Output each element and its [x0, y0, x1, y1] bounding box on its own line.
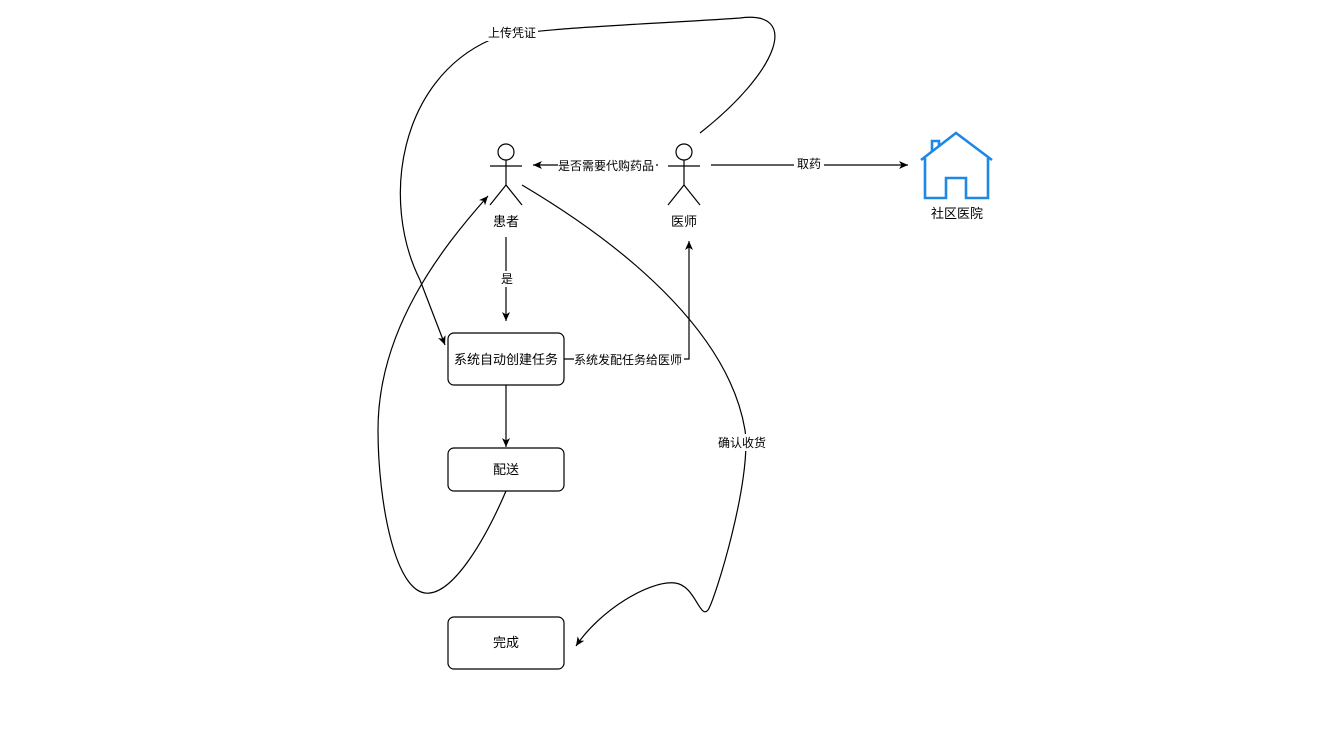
edge-confirm-receipt [521, 184, 747, 647]
actor-patient-leg-left [489, 184, 507, 206]
actor-patient-head [497, 143, 515, 161]
edge-label-yes-text: 是 [501, 272, 513, 286]
edge-delivery-to-patient [377, 195, 507, 594]
edge-label-need-purchase: 是否需要代购药品 [558, 157, 656, 174]
node-complete-label: 完成 [493, 636, 519, 651]
edge-label-assign-task-text: 系统发配任务给医师 [574, 352, 682, 367]
hospital-node[interactable]: 社区医院 [920, 131, 993, 222]
actor-patient[interactable]: 患者 [489, 143, 523, 230]
edge-upload-proof [399, 16, 776, 346]
actor-patient-leg-right [505, 184, 523, 206]
node-delivery[interactable]: 配送 [447, 447, 565, 492]
actor-doctor-leg-left [667, 184, 685, 206]
edge-label-upload-proof-text: 上传凭证 [488, 25, 536, 40]
node-create-task-label: 系统自动创建任务 [454, 352, 558, 368]
actor-doctor[interactable]: 医师 [667, 143, 701, 230]
actor-doctor-leg-right [683, 184, 701, 206]
edge-label-need-purchase-text: 是否需要代购药品 [558, 158, 654, 173]
node-complete[interactable]: 完成 [447, 616, 565, 670]
edge-label-pick-up-text: 取药 [797, 157, 821, 171]
edge-label-pick-up: 取药 [794, 156, 824, 173]
actor-doctor-label: 医师 [671, 215, 697, 230]
edge-label-yes: 是 [499, 271, 514, 287]
edge-label-assign-task: 系统发配任务给医师 [574, 351, 684, 368]
edge-label-confirm-receipt: 确认收货 [716, 434, 768, 451]
edge-assign-task [564, 241, 693, 360]
actor-doctor-head [675, 143, 693, 161]
house-icon [920, 131, 993, 200]
actor-patient-label: 患者 [493, 215, 519, 230]
node-create-task[interactable]: 系统自动创建任务 [447, 332, 565, 386]
hospital-label: 社区医院 [931, 206, 983, 222]
edge-label-confirm-receipt-text: 确认收货 [718, 435, 766, 450]
node-delivery-label: 配送 [493, 463, 519, 478]
edge-label-upload-proof: 上传凭证 [486, 24, 538, 41]
